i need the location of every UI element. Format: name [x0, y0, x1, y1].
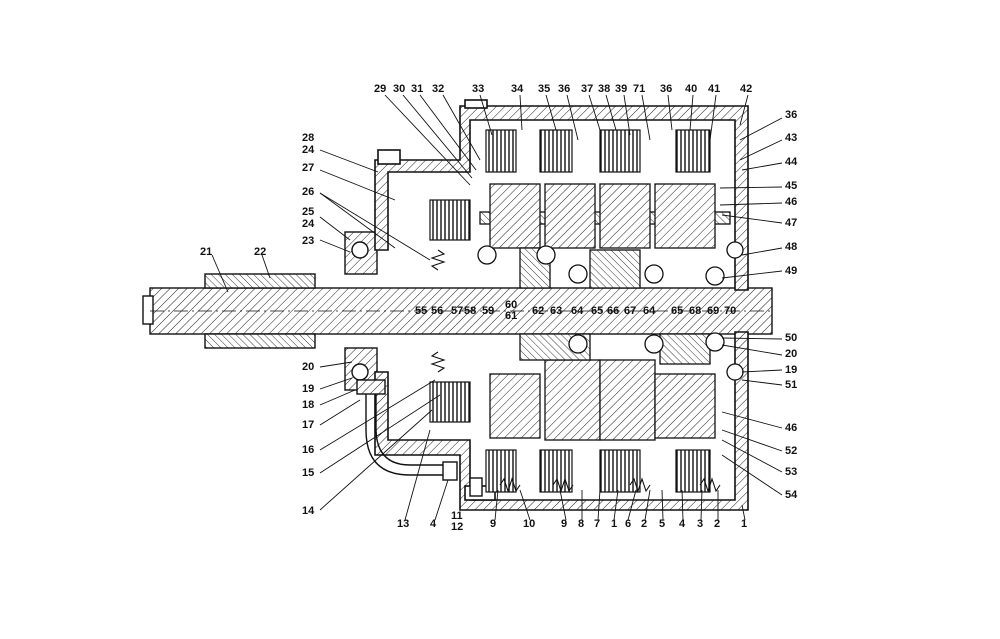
callout-top-14: 41 [708, 83, 721, 95]
callout-right-4: 46 [785, 196, 798, 208]
input-hub [204, 231, 378, 391]
callout-left-1: 24 [302, 144, 315, 156]
callout-top-7: 36 [558, 83, 571, 95]
callout-left-14: 15 [302, 467, 315, 479]
callout-right-11: 51 [785, 379, 798, 391]
callout-shaft-13: 64 [643, 305, 656, 317]
main-shaft [142, 287, 773, 335]
callout-top-5: 34 [511, 83, 524, 95]
callout-shaft-1: 56 [431, 305, 444, 317]
callout-right-14: 53 [785, 466, 798, 478]
bearings [477, 241, 744, 381]
housing-upper [374, 99, 749, 291]
callout-shaft-11: 66 [607, 305, 620, 317]
callout-left-2: 27 [302, 162, 315, 174]
callout-right-5: 47 [785, 217, 798, 229]
callout-shaft-9: 64 [571, 305, 584, 317]
countershaft-gears [479, 183, 731, 441]
callout-top-8: 37 [581, 83, 594, 95]
callout-left-9: 20 [302, 361, 315, 373]
callout-shaft-10: 65 [591, 305, 604, 317]
callout-right-0: 36 [785, 109, 798, 121]
callout-left-12: 17 [302, 419, 315, 431]
callout-right-9: 20 [785, 348, 798, 360]
callout-right-15: 54 [785, 489, 798, 501]
oil-pipe [356, 379, 483, 497]
callout-top-10: 39 [615, 83, 628, 95]
callout-shaft-7: 62 [532, 305, 545, 317]
callout-top-13: 40 [685, 83, 698, 95]
callout-top-3: 32 [432, 83, 445, 95]
callout-top-15: 42 [740, 83, 753, 95]
callout-left-11: 18 [302, 399, 315, 411]
callout-shaft-12: 67 [624, 305, 637, 317]
callout-left-4: 25 [302, 206, 315, 218]
callout-right-1: 43 [785, 132, 798, 144]
callout-bottom-3: 12 [451, 521, 464, 533]
clutch-packs-lower [429, 381, 711, 493]
callout-bottom-5: 10 [523, 518, 536, 530]
callout-bottom-16: 1 [741, 518, 748, 530]
callout-shaft-16: 69 [707, 305, 720, 317]
callout-bottom-1: 4 [430, 518, 437, 530]
callout-left-3: 26 [302, 186, 315, 198]
callout-shaft-0: 55 [415, 305, 428, 317]
callout-top-0: 29 [374, 83, 387, 95]
callout-left-13: 16 [302, 444, 315, 456]
callout-shaft-2: 57 [451, 305, 464, 317]
callout-top-9: 38 [598, 83, 611, 95]
callout-top-12: 36 [660, 83, 673, 95]
callout-bottom-4: 9 [490, 518, 497, 530]
callout-left-7: 21 [200, 246, 213, 258]
callout-bottom-7: 8 [578, 518, 585, 530]
callout-shaft-6: 61 [505, 310, 518, 322]
callout-shaft-8: 63 [550, 305, 563, 317]
callout-bottom-15: 2 [714, 518, 721, 530]
callout-bottom-11: 2 [641, 518, 648, 530]
callout-top-6: 35 [538, 83, 551, 95]
clutch-packs-upper [429, 129, 711, 241]
callout-right-10: 19 [785, 364, 798, 376]
callout-shaft-14: 65 [671, 305, 684, 317]
callout-left-0: 28 [302, 132, 315, 144]
callout-bottom-10: 6 [625, 518, 632, 530]
callout-right-6: 48 [785, 241, 798, 253]
callout-bottom-14: 3 [697, 518, 704, 530]
callout-bottom-0: 13 [397, 518, 410, 530]
callout-bottom-12: 5 [659, 518, 666, 530]
callout-right-2: 44 [785, 156, 798, 168]
callout-top-11: 71 [633, 83, 646, 95]
return-springs [430, 249, 721, 493]
callout-right-7: 49 [785, 265, 798, 277]
callout-bottom-2: 11 [451, 510, 463, 522]
callout-bottom-9: 1 [611, 518, 618, 530]
callout-shaft-5: 60 [505, 299, 518, 311]
callout-bottom-13: 4 [679, 518, 686, 530]
callout-shaft-15: 68 [689, 305, 702, 317]
callout-shaft-3: 58 [464, 305, 477, 317]
callout-top-2: 31 [411, 83, 424, 95]
callout-bottom-8: 7 [594, 518, 601, 530]
callout-shaft-4: 59 [482, 305, 495, 317]
leader-lines [211, 94, 783, 521]
callout-left-10: 19 [302, 383, 315, 395]
callout-top-4: 33 [472, 83, 485, 95]
callout-top-1: 30 [393, 83, 406, 95]
callout-right-12: 46 [785, 422, 798, 434]
callout-right-13: 52 [785, 445, 798, 457]
callout-left-8: 22 [254, 246, 267, 258]
callout-shaft-17: 70 [724, 305, 737, 317]
callout-right-3: 45 [785, 180, 798, 192]
callout-left-6: 23 [302, 235, 315, 247]
callout-left-15: 14 [302, 505, 315, 517]
callout-bottom-6: 9 [561, 518, 568, 530]
callout-right-8: 50 [785, 332, 798, 344]
callout-left-5: 24 [302, 218, 315, 230]
